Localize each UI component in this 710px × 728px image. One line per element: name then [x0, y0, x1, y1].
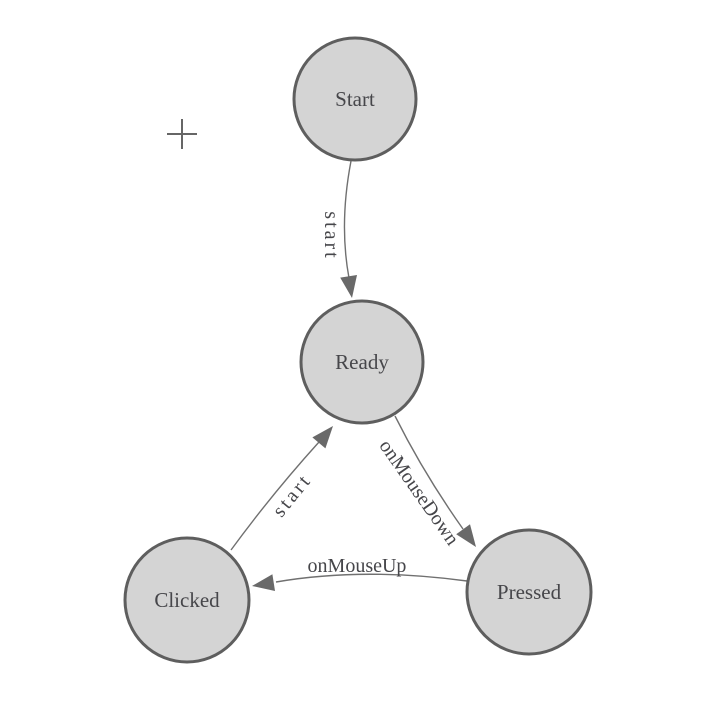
node-start[interactable]: Start	[292, 36, 418, 162]
arrowhead-icon	[456, 524, 476, 547]
edge-label-start-2: start	[268, 469, 316, 521]
node-pressed[interactable]: Pressed	[465, 528, 593, 656]
edge-start-to-ready[interactable]: start	[320, 160, 357, 298]
edge-pressed-to-clicked[interactable]: onMouseUp	[252, 555, 468, 591]
crosshair-icon	[167, 119, 197, 149]
node-circle[interactable]	[123, 536, 251, 664]
node-ready[interactable]: Ready	[299, 299, 425, 425]
arrowhead-icon	[252, 574, 275, 591]
node-label: Pressed	[497, 580, 562, 604]
arrowhead-icon	[340, 275, 357, 298]
node-circle[interactable]	[465, 528, 593, 656]
edge-label-start-1: start	[320, 211, 342, 260]
edge-line[interactable]	[275, 573, 468, 583]
node-circle[interactable]	[299, 299, 425, 425]
node-label: Ready	[335, 350, 389, 374]
node-circle[interactable]	[292, 36, 418, 162]
edge-line[interactable]	[343, 160, 352, 279]
edge-line[interactable]	[394, 415, 464, 530]
node-label: Clicked	[154, 588, 220, 612]
edge-label-onmousedown: onMouseDown	[375, 436, 464, 550]
edge-label-onmouseup: onMouseUp	[308, 555, 407, 577]
node-clicked[interactable]: Clicked	[123, 536, 251, 664]
edge-line[interactable]	[230, 441, 320, 551]
edge-ready-to-pressed[interactable]: onMouseDown	[375, 415, 476, 550]
arrowhead-icon	[312, 426, 333, 449]
edge-clicked-to-ready[interactable]: start	[230, 426, 333, 551]
node-label: Start	[335, 87, 375, 111]
